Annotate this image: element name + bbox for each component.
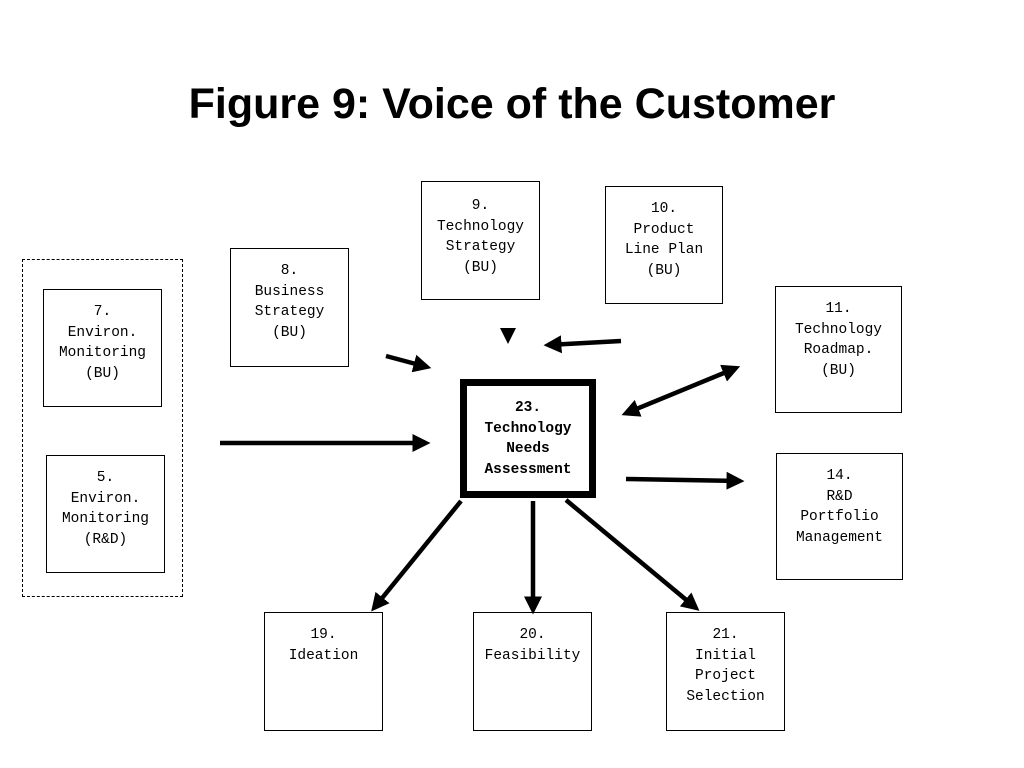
- arrow-from-business-strategy: [385, 353, 432, 373]
- node-21-initial-project-selection[interactable]: 21. Initial Project Selection: [666, 612, 785, 731]
- arrow-from-technology-strategy: [500, 328, 516, 344]
- node-23-technology-needs-assessment[interactable]: 23. Technology Needs Assessment: [460, 379, 596, 498]
- node-10-product-line-plan[interactable]: 10. Product Line Plan (BU): [605, 186, 723, 304]
- arrow-from-product-line-plan: [543, 335, 622, 354]
- node-11-technology-roadmap[interactable]: 11. Technology Roadmap. (BU): [775, 286, 902, 413]
- page-title: Figure 9: Voice of the Customer: [188, 80, 836, 128]
- node-7-environ-monitoring-bu[interactable]: 7. Environ. Monitoring (BU): [43, 289, 162, 407]
- node-8-business-strategy[interactable]: 8. Business Strategy (BU): [230, 248, 349, 367]
- arrow-bidirectional-technology-roadmap: [621, 364, 741, 417]
- node-5-environ-monitoring-rd[interactable]: 5. Environ. Monitoring (R&D): [46, 455, 165, 573]
- node-9-technology-strategy[interactable]: 9. Technology Strategy (BU): [421, 181, 540, 300]
- node-14-rd-portfolio-management[interactable]: 14. R&D Portfolio Management: [776, 453, 903, 580]
- environ-monitoring-group: [22, 259, 183, 597]
- node-19-ideation[interactable]: 19. Ideation: [264, 612, 383, 731]
- arrow-to-ideation: [371, 499, 463, 612]
- arrow-to-rd-portfolio-management: [625, 471, 745, 490]
- arrow-to-initial-project-selection: [564, 498, 700, 611]
- node-20-feasibility[interactable]: 20. Feasibility: [473, 612, 592, 731]
